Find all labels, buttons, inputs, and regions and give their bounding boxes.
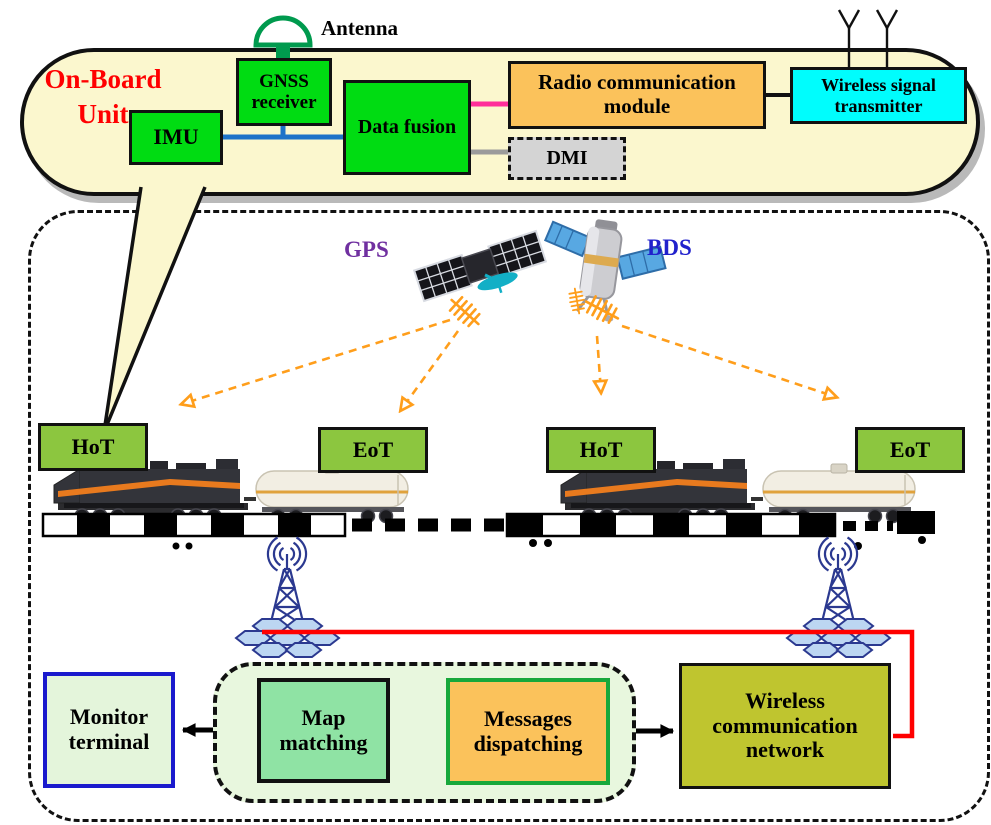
obu-connectors [223,93,790,155]
eot-label-train2: EoT [855,427,965,473]
hot-label-train2: HoT [546,427,656,473]
radio-tower-icon [236,538,339,658]
whip-antennas-icon [837,9,899,67]
radio-communication-module-box: Radio communication module [508,61,766,129]
trackside-region-panel [28,210,990,822]
data-fusion-box: Data fusion [343,80,471,175]
radio-tower-icon [787,538,890,658]
dmi-box: DMI [508,137,626,180]
eot-label-train1: EoT [318,427,428,473]
messages-dispatching-box: Messages dispatching [446,678,610,785]
gnss-downlink-arrows [182,318,836,410]
gps-label: GPS [344,237,389,262]
callout-wedge [102,186,207,433]
map-matching-box: Map matching [257,678,390,783]
wireless-signal-transmitter-box: Wireless signal transmitter [790,67,967,124]
gps-satellite-icon [412,229,548,303]
hot-label-train1: HoT [38,423,148,471]
red-link-line [262,629,915,739]
bds-satellite-icon [543,219,667,322]
antenna-label: Antenna [321,16,399,40]
antenna-icon [253,15,313,62]
wireless-communication-network-box: Wireless communication network [679,663,891,789]
onboard-unit-title: On-Board Unit [44,64,162,130]
monitor-terminal-box: Monitor terminal [43,672,175,788]
gnss-receiver-box: GNSS receiver [236,58,332,126]
imu-box: IMU [129,110,223,165]
gps-signal-burst-icon [443,291,487,333]
bds-label: BDS [647,235,692,260]
railway-track [41,511,935,550]
